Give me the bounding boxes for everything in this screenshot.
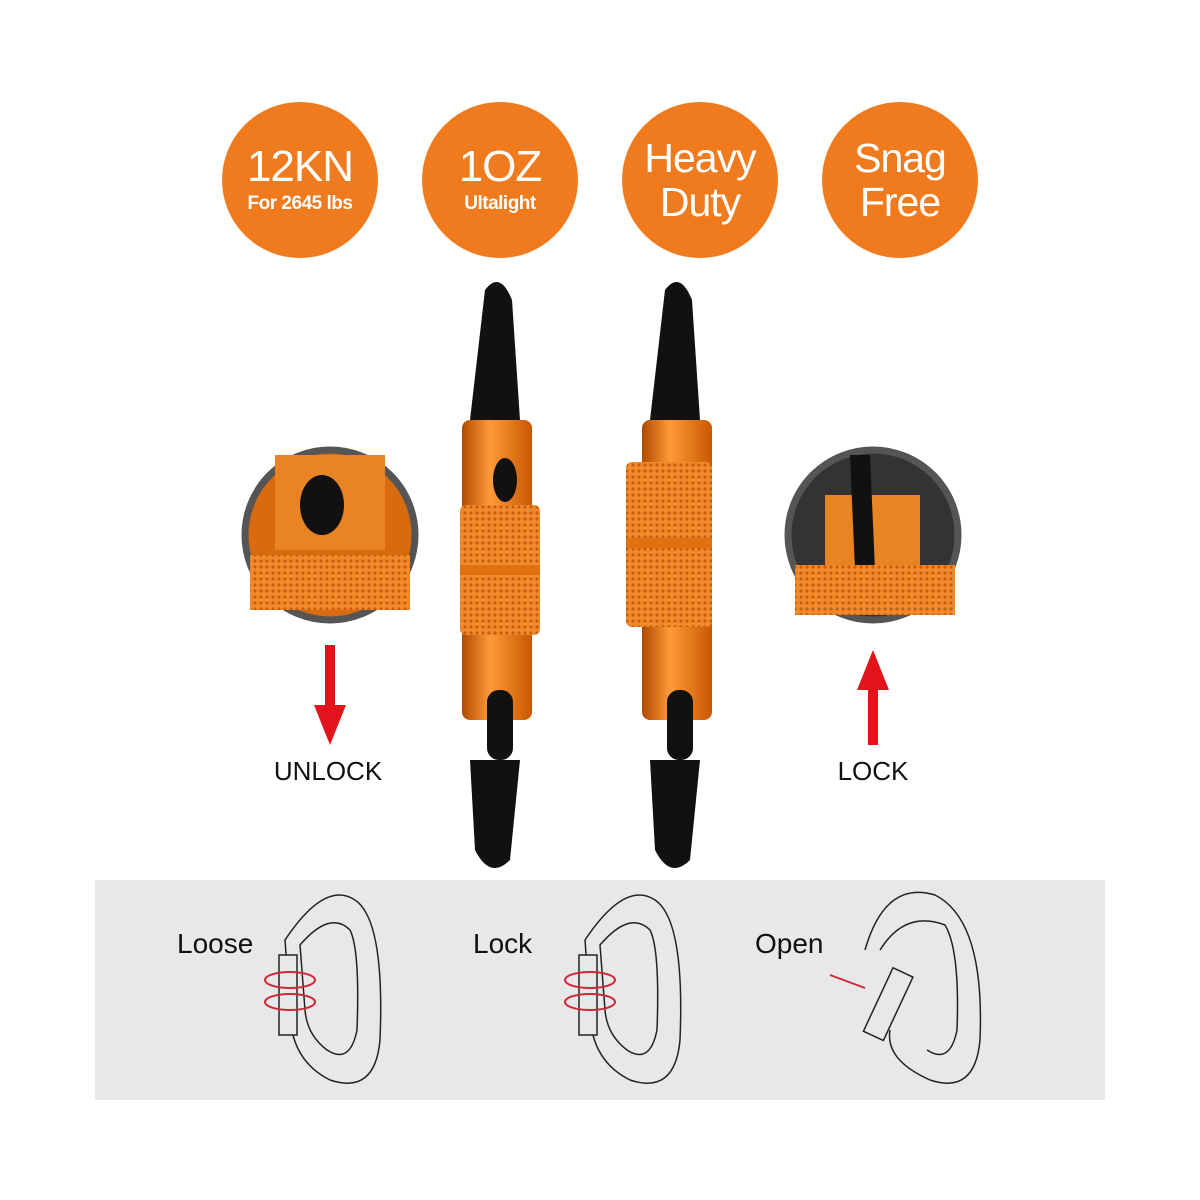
- badge-weight: 1OZ Ultalight: [422, 102, 578, 258]
- diagram-open: [862, 891, 982, 1084]
- arrow-up-icon: [857, 650, 889, 745]
- badge-line: Free: [859, 179, 941, 225]
- usage-diagram-panel: Loose Lock Open: [95, 880, 1105, 1100]
- badge-heavy-duty: Heavy Duty: [622, 102, 778, 258]
- carabiner-diagrams: [264, 891, 982, 1084]
- badge-line: Snag: [854, 135, 947, 181]
- lock-label: LOCK: [837, 756, 909, 786]
- lock-diagram-label: Lock: [473, 928, 533, 959]
- carabiner-illustration: [241, 282, 962, 868]
- badge-title: 1OZ: [458, 142, 543, 191]
- badge-line: Heavy: [644, 135, 756, 181]
- carabiner-unlocked: [460, 282, 540, 868]
- open-label: Open: [755, 928, 824, 959]
- badge-title: 12KN: [246, 142, 354, 191]
- badge-strength: 12KN For 2645 lbs: [222, 102, 378, 258]
- rotation-arrows-icon: [264, 971, 866, 1011]
- diagram-loose: [278, 894, 382, 1084]
- inset-locked: [784, 446, 962, 624]
- badge-subtitle: For 2645 lbs: [247, 193, 353, 214]
- badge-line: Duty: [659, 179, 741, 225]
- carabiner-locked: [626, 282, 712, 868]
- badge-snag-free: Snag Free: [822, 102, 978, 258]
- loose-label: Loose: [177, 928, 254, 959]
- unlock-label: UNLOCK: [273, 756, 383, 786]
- badge-subtitle: Ultalight: [464, 193, 536, 214]
- arrow-down-icon: [314, 645, 346, 745]
- inset-unlocked: [241, 446, 419, 624]
- diagram-lock: [578, 894, 682, 1084]
